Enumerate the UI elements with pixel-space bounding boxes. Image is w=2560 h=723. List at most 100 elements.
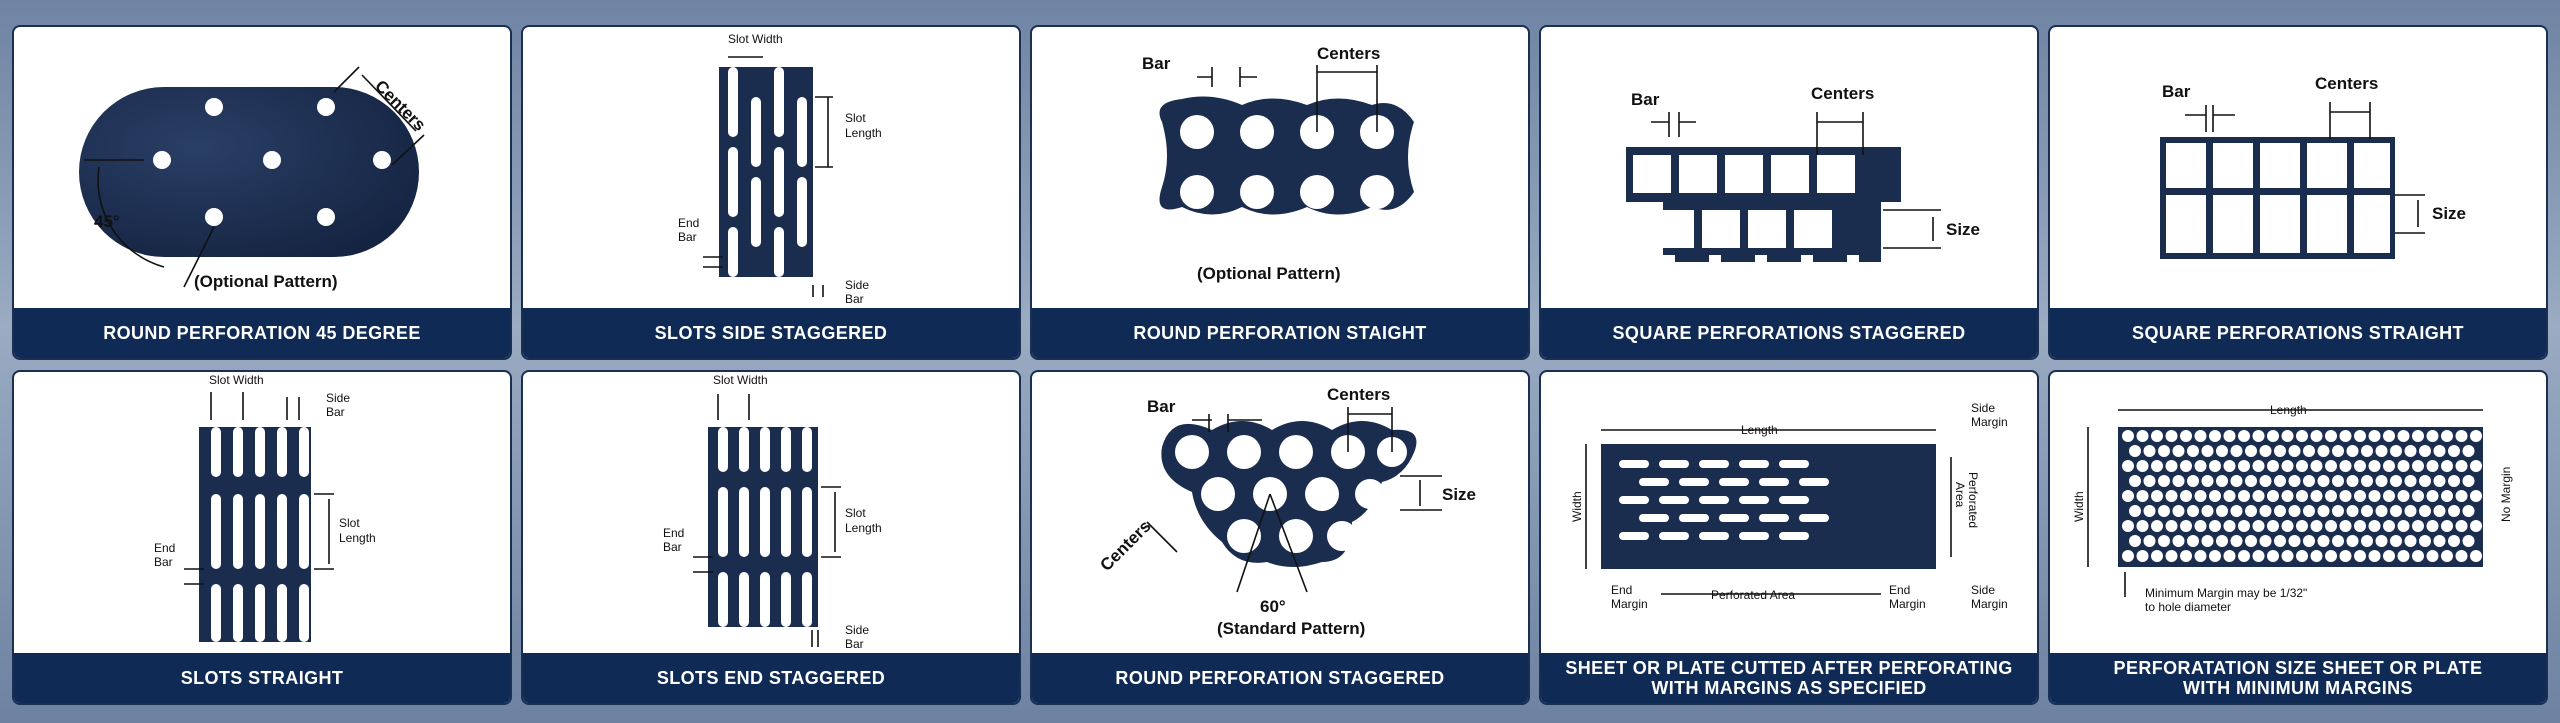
hole	[2143, 475, 2156, 487]
hole	[2361, 445, 2373, 457]
min-margin-label-1: Minimum Margin may be 1/32"	[2145, 586, 2307, 600]
hole	[2448, 475, 2460, 487]
panel-round-straight[interactable]: Bar Centers (Optional Pattern) ROUND PER…	[1030, 25, 1530, 360]
hole	[2238, 550, 2250, 562]
hole	[2180, 430, 2192, 442]
hole	[2122, 430, 2134, 442]
centers-diag-label: Centers	[1096, 517, 1154, 575]
slot-holes	[728, 67, 807, 277]
panel-slots-straight[interactable]: Slot Width Side Bar Slot Length End Bar …	[12, 370, 512, 705]
hole	[2310, 520, 2323, 532]
panel-sheet-cut-margins[interactable]: Length Width Side Margin Perforated Area…	[1539, 370, 2039, 705]
hole	[2296, 460, 2308, 472]
hole	[2325, 520, 2337, 532]
hole	[2426, 520, 2439, 532]
side-margin-bottom-1: Side	[1971, 583, 1995, 597]
hole	[2433, 505, 2446, 517]
hole	[2419, 475, 2431, 487]
hole	[2332, 535, 2344, 547]
hole	[2361, 475, 2373, 487]
angle-label: 45°	[94, 212, 120, 231]
hole	[2165, 490, 2178, 502]
hole	[2412, 520, 2424, 532]
caption-line-1: SHEET OR PLATE CUTTED AFTER PERFORATING	[1565, 658, 2013, 678]
hole	[2158, 475, 2170, 487]
hole	[2165, 430, 2178, 442]
hole	[2259, 445, 2272, 457]
hole	[2209, 430, 2221, 442]
hole	[2317, 445, 2330, 457]
hole	[2441, 550, 2453, 562]
bar-label: Bar	[1142, 54, 1171, 73]
hole	[2383, 460, 2395, 472]
hole	[2216, 505, 2228, 517]
hole	[2274, 475, 2286, 487]
hole	[2317, 535, 2330, 547]
hole	[2245, 505, 2257, 517]
hole	[2455, 430, 2468, 442]
hole	[2201, 535, 2214, 547]
hole	[2151, 550, 2163, 562]
hole	[2310, 490, 2323, 502]
panel-slots-side-staggered[interactable]: Slot Width Slot Length End Bar Side Bar …	[521, 25, 1021, 360]
hole	[2354, 490, 2366, 502]
end-bar-label-1: End	[678, 216, 699, 230]
panel-round-staggered[interactable]: Bar Centers Size Centers 60° (Standard P…	[1030, 370, 1530, 705]
hole	[2288, 535, 2301, 547]
panel-square-straight[interactable]: Bar Centers Size SQUARE PERFORATIONS STR…	[2048, 25, 2548, 360]
panel-min-margins[interactable]: Length Width No Margin Minimum Margin ma…	[2048, 370, 2548, 705]
centers-label: Centers	[1811, 84, 1874, 103]
hole	[2122, 490, 2134, 502]
square-staggered-diagram: Bar Centers Size	[1626, 84, 1980, 265]
hole	[2426, 460, 2439, 472]
hole	[2368, 490, 2381, 502]
hole	[2303, 505, 2315, 517]
square-straight-diagram: Bar Centers Size	[2160, 74, 2466, 259]
hole	[2325, 430, 2337, 442]
hole	[2136, 430, 2149, 442]
hole	[2158, 505, 2170, 517]
angle-label: 60°	[1260, 597, 1286, 616]
panel-square-staggered[interactable]: Bar Centers Size SQUARE PERFORATIONS STA…	[1539, 25, 2039, 360]
hole	[2180, 550, 2192, 562]
panel-round-45[interactable]: Centers 45° (Optional Pattern) ROUND PER…	[12, 25, 512, 360]
hole	[2441, 430, 2453, 442]
slot-width-label: Slot Width	[209, 373, 264, 387]
hole	[2310, 550, 2323, 562]
hole	[2267, 460, 2279, 472]
width-label: Width	[2072, 491, 2086, 522]
bar-label: Bar	[1147, 397, 1176, 416]
hole	[2129, 445, 2141, 457]
no-margin-label: No Margin	[2499, 467, 2513, 522]
hole	[2172, 535, 2185, 547]
round-holes	[1180, 115, 1394, 209]
hole	[2433, 535, 2446, 547]
hole	[2252, 430, 2265, 442]
slot-holes	[718, 427, 812, 627]
hole	[2281, 460, 2294, 472]
hole	[2448, 445, 2460, 457]
bar-label: Bar	[2162, 82, 2191, 101]
end-margin-right-1: End	[1889, 583, 1910, 597]
hole	[2303, 445, 2315, 457]
hole	[2136, 490, 2149, 502]
length-label: Length	[1741, 423, 1778, 437]
panel-slots-end-staggered[interactable]: Slot Width Slot Length End Bar Side Bar …	[521, 370, 1021, 705]
hole	[2274, 445, 2286, 457]
caption: SLOTS STRAIGHT	[14, 653, 510, 703]
caption: SQUARE PERFORATIONS STRAIGHT	[2050, 308, 2546, 358]
hole	[2172, 505, 2185, 517]
hole	[2354, 460, 2366, 472]
hole	[2252, 460, 2265, 472]
side-bar-label-2: Bar	[845, 637, 864, 651]
hole	[2136, 460, 2149, 472]
caption: PERFORATATION SIZE SHEET OR PLATE WITH M…	[2050, 653, 2546, 703]
hole	[2383, 490, 2395, 502]
slot-width-label: Slot Width	[713, 373, 768, 387]
hole	[2448, 535, 2460, 547]
hole	[2165, 550, 2178, 562]
note-label: (Optional Pattern)	[1197, 264, 1341, 283]
side-bar-label-1: Side	[845, 623, 869, 637]
hole	[2223, 550, 2236, 562]
hole	[2455, 460, 2468, 472]
